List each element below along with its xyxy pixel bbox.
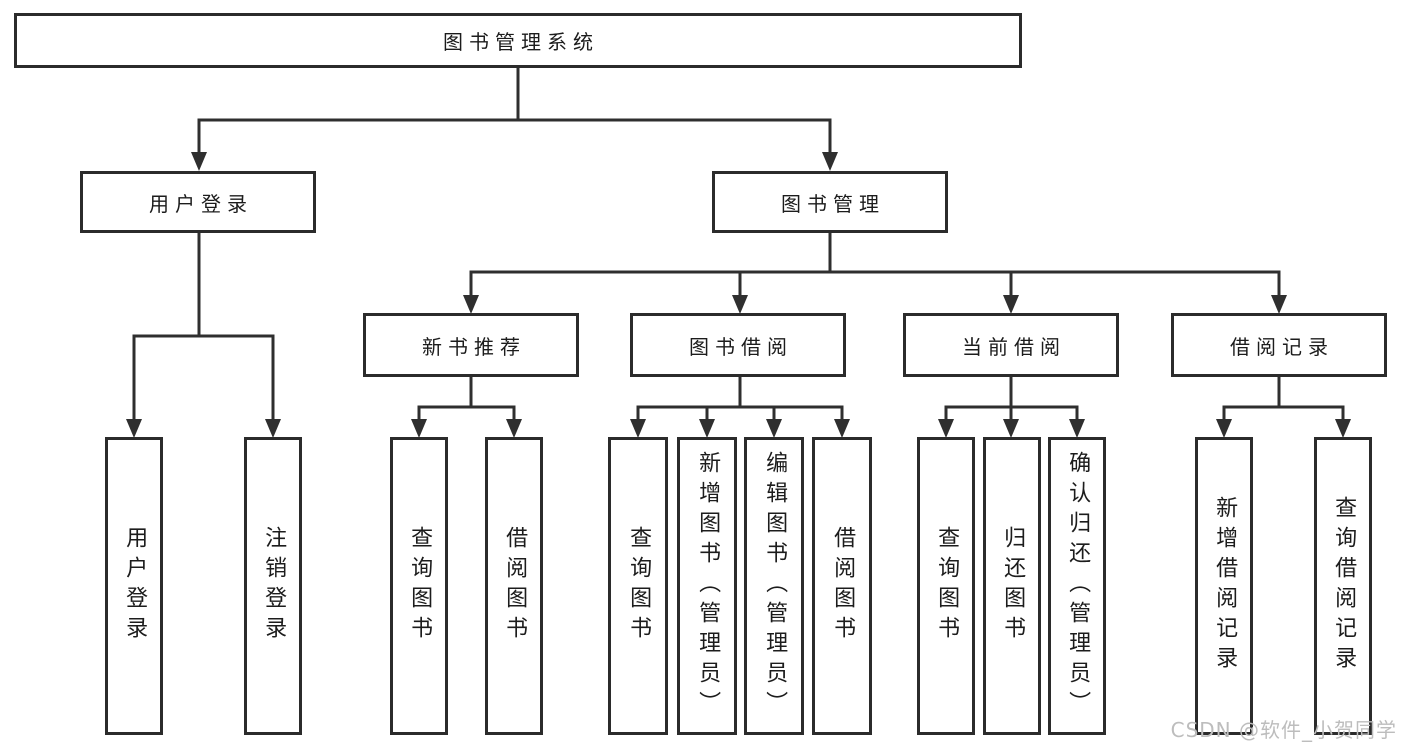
leaf-confirm-return-admin: 确认归还（管理员）	[1048, 437, 1106, 735]
node-borrow-records-label: 借阅记录	[1230, 334, 1334, 359]
leaf-edit-book-admin: 编辑图书（管理员）	[744, 437, 804, 735]
node-book-management: 图书管理	[712, 171, 948, 233]
leaf-label: 借阅图书	[830, 526, 856, 646]
leaf-logout: 注销登录	[244, 437, 302, 735]
node-book-borrow: 图书借阅	[630, 313, 846, 377]
leaf-label: 编辑图书（管理员）	[762, 451, 788, 721]
node-borrow-records: 借阅记录	[1171, 313, 1387, 377]
node-new-book-recommend: 新书推荐	[363, 313, 579, 377]
leaf-add-borrow-record: 新增借阅记录	[1195, 437, 1253, 735]
leaf-label: 用户登录	[122, 526, 148, 646]
leaf-label: 查询图书	[407, 526, 433, 646]
node-user-login: 用户登录	[80, 171, 316, 233]
leaf-label: 查询图书	[934, 526, 960, 646]
leaf-label: 查询图书	[626, 526, 652, 646]
watermark: CSDN @软件_小贺同学	[1170, 718, 1397, 742]
leaf-label: 新增图书（管理员）	[695, 451, 721, 721]
node-current-borrow-label: 当前借阅	[962, 334, 1066, 359]
node-root: 图书管理系统	[14, 13, 1022, 68]
node-root-label: 图书管理系统	[443, 30, 599, 54]
leaf-label: 归还图书	[1000, 526, 1026, 646]
node-book-management-label: 图书管理	[781, 191, 885, 216]
leaf-label: 借阅图书	[502, 526, 528, 646]
leaf-add-book-admin: 新增图书（管理员）	[677, 437, 737, 735]
leaf-label: 确认归还（管理员）	[1065, 451, 1091, 721]
leaf-label: 注销登录	[261, 526, 287, 646]
leaf-query-book-1: 查询图书	[390, 437, 448, 735]
leaf-label: 查询借阅记录	[1331, 496, 1357, 676]
node-book-borrow-label: 图书借阅	[689, 334, 793, 359]
leaf-borrow-book-1: 借阅图书	[485, 437, 543, 735]
leaf-user-login: 用户登录	[105, 437, 163, 735]
leaf-query-book-2: 查询图书	[608, 437, 668, 735]
node-user-login-label: 用户登录	[149, 191, 253, 216]
node-new-book-recommend-label: 新书推荐	[422, 334, 526, 359]
leaf-query-book-3: 查询图书	[917, 437, 975, 735]
leaf-query-borrow-record: 查询借阅记录	[1314, 437, 1372, 735]
leaf-label: 新增借阅记录	[1212, 496, 1238, 676]
node-current-borrow: 当前借阅	[903, 313, 1119, 377]
leaf-return-book: 归还图书	[983, 437, 1041, 735]
leaf-borrow-book-2: 借阅图书	[812, 437, 872, 735]
